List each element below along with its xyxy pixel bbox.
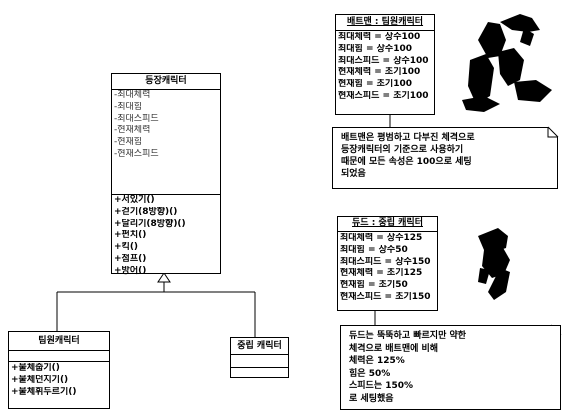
note-line: 힘은 50% <box>349 368 391 379</box>
class-name: 등장캐릭터 <box>112 74 220 90</box>
note-line: 체력은 125% <box>349 356 405 367</box>
class-name: 팀원캐릭터 <box>9 332 109 351</box>
operation-row: +점프() <box>114 253 147 264</box>
object-dudu[interactable]: 듀드 : 중립 캐릭터 최대체력 = 상수125 최대힘 = 상수50 최대스피… <box>337 216 438 311</box>
attribute-section <box>231 355 288 368</box>
note-fold-corner <box>547 127 558 138</box>
slot-section: 최대체력 = 상수125 최대힘 = 상수50 최대스피드 = 상수150 현재… <box>338 232 437 304</box>
batman-silhouette-icon <box>462 14 552 112</box>
note-batman[interactable]: 배트맨은 평범하고 다부진 체격으로 등장캐릭터의 기준으로 사용하기 때문에 … <box>332 127 558 189</box>
class-base-character[interactable]: 등장캐릭터 -최대체력 -최대힘 -최대스피드 -현재체력 -현재힘 -현재스피… <box>111 73 221 276</box>
slot-row: 현재힘 = 초기100 <box>338 79 412 90</box>
attribute-row: -현재힘 <box>114 137 143 148</box>
slot-row: 최대스피드 = 상수150 <box>340 256 431 267</box>
note-dudu[interactable]: 듀드는 뚝뚝하고 빠르지만 약한 체격으로 배트맨에 비해 체력은 125% 힘… <box>340 325 561 410</box>
note-line: 등장캐릭터의 기준으로 사용하기 <box>341 145 464 155</box>
slot-row: 현재체력 = 초기100 <box>338 67 421 78</box>
attribute-row: -최대체력 <box>114 90 151 100</box>
operation-row: +달리기(8방향)() <box>114 218 186 229</box>
note-line: 체격으로 배트맨에 비해 <box>349 343 439 354</box>
slot-row: 현재스피드 = 초기150 <box>340 291 431 302</box>
attribute-row: -현재스피드 <box>114 148 159 159</box>
object-title: 배트맨 : 팀원캐릭터 <box>336 15 434 31</box>
class-team-member-character[interactable]: 팀원캐릭터 +물체줍기() +물체던지기() +물체휘두르기() <box>8 331 110 409</box>
attribute-section <box>9 351 109 362</box>
attribute-row: -최대힘 <box>114 101 143 112</box>
note-line: 로 세팅했음 <box>349 393 394 404</box>
operation-row: +서있기() <box>114 195 155 205</box>
attribute-row: -최대스피드 <box>114 113 159 124</box>
operation-row: +물체줍기() <box>11 363 60 373</box>
slot-row: 현재체력 = 초기125 <box>340 268 423 279</box>
dudu-silhouette-icon <box>478 228 510 300</box>
object-title: 듀드 : 중립 캐릭터 <box>338 217 437 232</box>
slot-row: 최대체력 = 상수100 <box>338 32 421 42</box>
operation-section: +물체줍기() +물체던지기() +물체휘두르기() <box>9 362 109 398</box>
slot-section: 최대체력 = 상수100 최대힘 = 상수100 최대스피드 = 상수100 현… <box>336 31 434 103</box>
operation-row: +걷기(8방향)() <box>114 206 178 217</box>
attribute-section: -최대체력 -최대힘 -최대스피드 -현재체력 -현재힘 -현재스피드 <box>112 90 220 195</box>
slot-row: 현재힘 = 초기50 <box>340 280 408 291</box>
attribute-row: -현재체력 <box>114 125 151 136</box>
object-title-text: 듀드 : 중립 캐릭터 <box>352 218 423 228</box>
class-name: 중립 캐릭터 <box>231 338 288 355</box>
note-line: 되었음 <box>341 169 366 179</box>
note-line: 듀드는 뚝뚝하고 빠르지만 약한 <box>349 331 467 341</box>
object-batman[interactable]: 배트맨 : 팀원캐릭터 최대체력 = 상수100 최대힘 = 상수100 최대스… <box>335 14 435 115</box>
note-line: 스피드는 150% <box>349 381 414 392</box>
inheritance-arrowhead <box>157 272 171 283</box>
note-line: 배트맨은 평범하고 다부진 체격으로 <box>341 133 475 143</box>
object-title-text: 배트맨 : 팀원캐릭터 <box>346 17 424 27</box>
operation-row: +물체휘두르기() <box>11 386 77 397</box>
slot-row: 최대힘 = 상수100 <box>338 43 412 54</box>
slot-row: 현재스피드 = 초기100 <box>338 90 429 101</box>
operation-row: +펀치() <box>114 230 147 241</box>
note-line: 때문에 모든 속성은 100으로 세팅 <box>341 157 472 167</box>
slot-row: 최대스피드 = 상수100 <box>338 55 429 66</box>
operation-row: +물체던지기() <box>11 374 69 385</box>
class-neutral-character[interactable]: 중립 캐릭터 <box>230 337 289 378</box>
operation-row: +킥() <box>114 242 139 253</box>
operation-section: +서있기() +걷기(8방향)() +달리기(8방향)() +펀치() +킥()… <box>112 195 220 278</box>
operation-row: +방어() <box>114 265 147 276</box>
slot-row: 최대힘 = 상수50 <box>340 244 408 255</box>
slot-row: 최대체력 = 상수125 <box>340 233 423 243</box>
